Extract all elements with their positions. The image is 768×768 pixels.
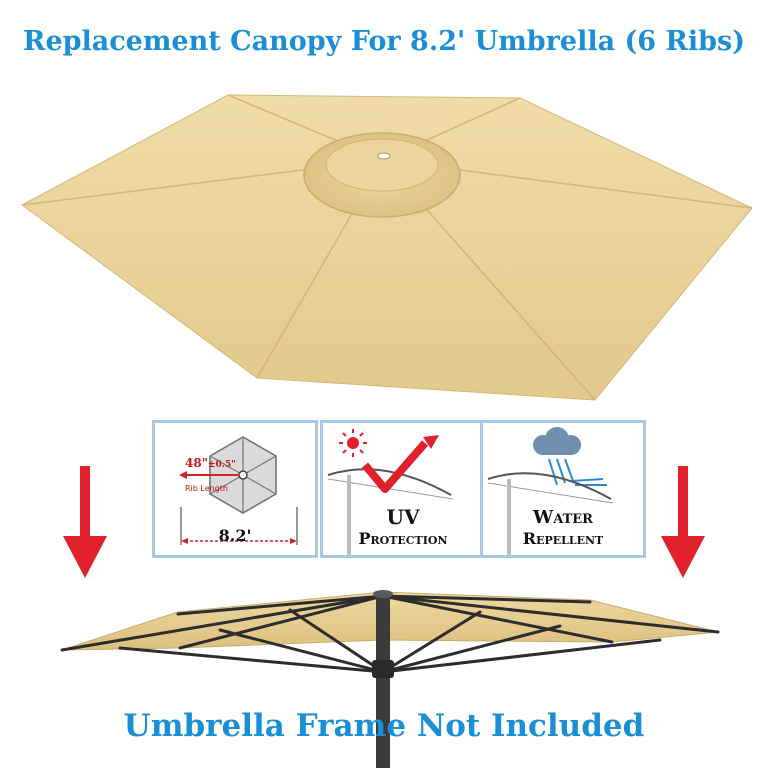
left-arrow-head: [63, 536, 107, 578]
left-arrow-shaft: [80, 466, 90, 538]
uv-label: UV: [386, 505, 420, 529]
rib-length-value: 48": [185, 456, 208, 470]
water-repellent-panel: Water Repellent: [480, 420, 646, 558]
protection-label: Protection: [358, 529, 448, 548]
footer-note: Umbrella Frame Not Included: [123, 708, 645, 744]
diameter-value: 8.2': [218, 526, 252, 545]
hexagon-diagram-icon: [179, 436, 298, 545]
size-panel: 48"±0.5" Rib Length 8.2': [152, 420, 318, 558]
uv-protection-panel: UV Protection: [320, 420, 486, 558]
rib-tolerance: ±0.5": [207, 460, 236, 470]
repellent-label: Repellent: [522, 529, 604, 548]
water-label: Water: [533, 507, 593, 528]
rib-length-caption: Rib Length: [185, 484, 228, 493]
sun-icon: [339, 429, 367, 457]
page-title: Replacement Canopy For 8.2' Umbrella (6 …: [23, 26, 745, 57]
right-arrow-head: [661, 536, 705, 578]
checkmark-icon: [361, 435, 439, 493]
right-arrow-shaft: [678, 466, 688, 538]
